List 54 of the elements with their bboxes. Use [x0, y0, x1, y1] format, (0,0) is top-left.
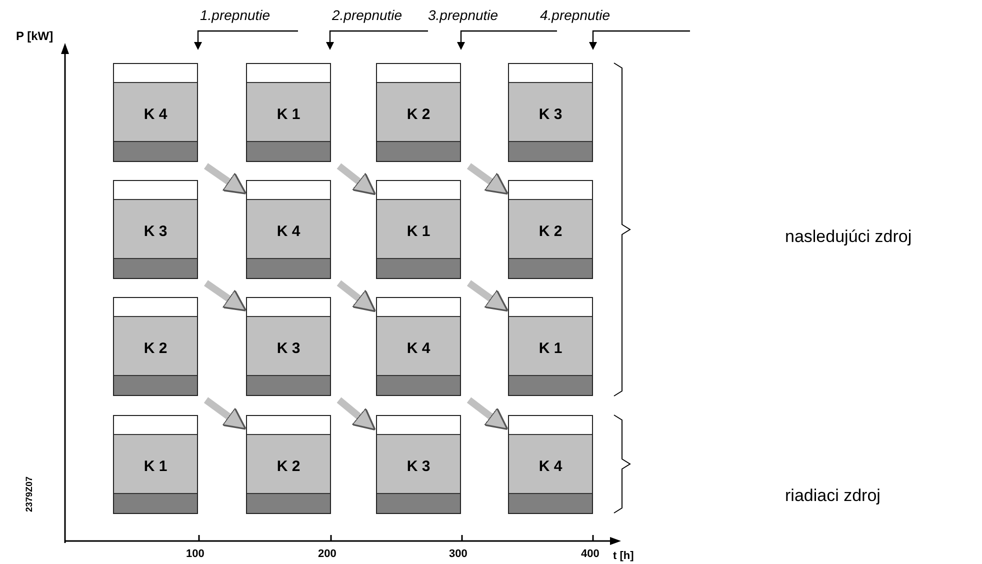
- group-label: riadiaci zdroj: [785, 486, 880, 506]
- drawing-code: 2379Z07: [24, 476, 34, 512]
- capacity-block: [376, 415, 461, 514]
- block-label: K 4: [538, 458, 564, 475]
- capacity-block: [376, 63, 461, 162]
- tick-label: 400: [581, 548, 600, 560]
- capacity-block: [508, 415, 593, 514]
- capacity-block: [246, 63, 331, 162]
- switch-label: 1.prepnutie: [200, 7, 270, 23]
- block-label: K 1: [538, 340, 564, 357]
- block-label: K 4: [276, 222, 302, 240]
- axis-title: t [h]: [613, 550, 634, 562]
- block-label: K 2: [406, 106, 432, 123]
- block-label: K 3: [276, 340, 302, 357]
- block-label: K 2: [142, 340, 168, 357]
- capacity-block: [508, 63, 593, 162]
- arrow: [204, 280, 247, 312]
- capacity-block: [113, 180, 198, 279]
- block-label: K 1: [406, 222, 432, 240]
- capacity-block: [376, 180, 461, 279]
- block-label: K 3: [142, 222, 168, 240]
- block-label: K 4: [142, 106, 168, 123]
- capacity-block: [113, 63, 198, 162]
- block-label: K 2: [538, 222, 564, 240]
- tick-label: 100: [186, 548, 204, 560]
- arrow: [336, 397, 376, 431]
- capacity-block: [246, 297, 331, 396]
- axis-title: P [kW]: [16, 29, 54, 43]
- arrow: [336, 163, 376, 196]
- arrow: [336, 280, 376, 312]
- capacity-block: [508, 297, 593, 396]
- arrow: [466, 397, 508, 430]
- block-label: K 3: [406, 458, 432, 475]
- capacity-block: [508, 180, 593, 279]
- switch-label: 2.prepnutie: [332, 7, 402, 23]
- arrow: [204, 163, 247, 194]
- capacity-block: [246, 180, 331, 279]
- arrow: [466, 163, 508, 195]
- switch-label: 3.prepnutie: [428, 7, 498, 23]
- block-label: K 1: [142, 458, 168, 475]
- block-label: K 1: [276, 106, 302, 123]
- block-label: K 2: [276, 458, 302, 475]
- capacity-block: [376, 297, 461, 396]
- capacity-block: [246, 415, 331, 514]
- block-label: K 3: [538, 106, 564, 123]
- tick-label: 300: [449, 548, 468, 560]
- tick-label: 200: [318, 548, 336, 560]
- arrow: [204, 397, 246, 430]
- block-label: K 4: [406, 340, 432, 357]
- capacity-block: [113, 415, 198, 514]
- capacity-block: [113, 297, 198, 396]
- arrow: [466, 280, 508, 312]
- group-label: nasledujúci zdroj: [785, 227, 912, 247]
- switch-label: 4.prepnutie: [540, 7, 610, 23]
